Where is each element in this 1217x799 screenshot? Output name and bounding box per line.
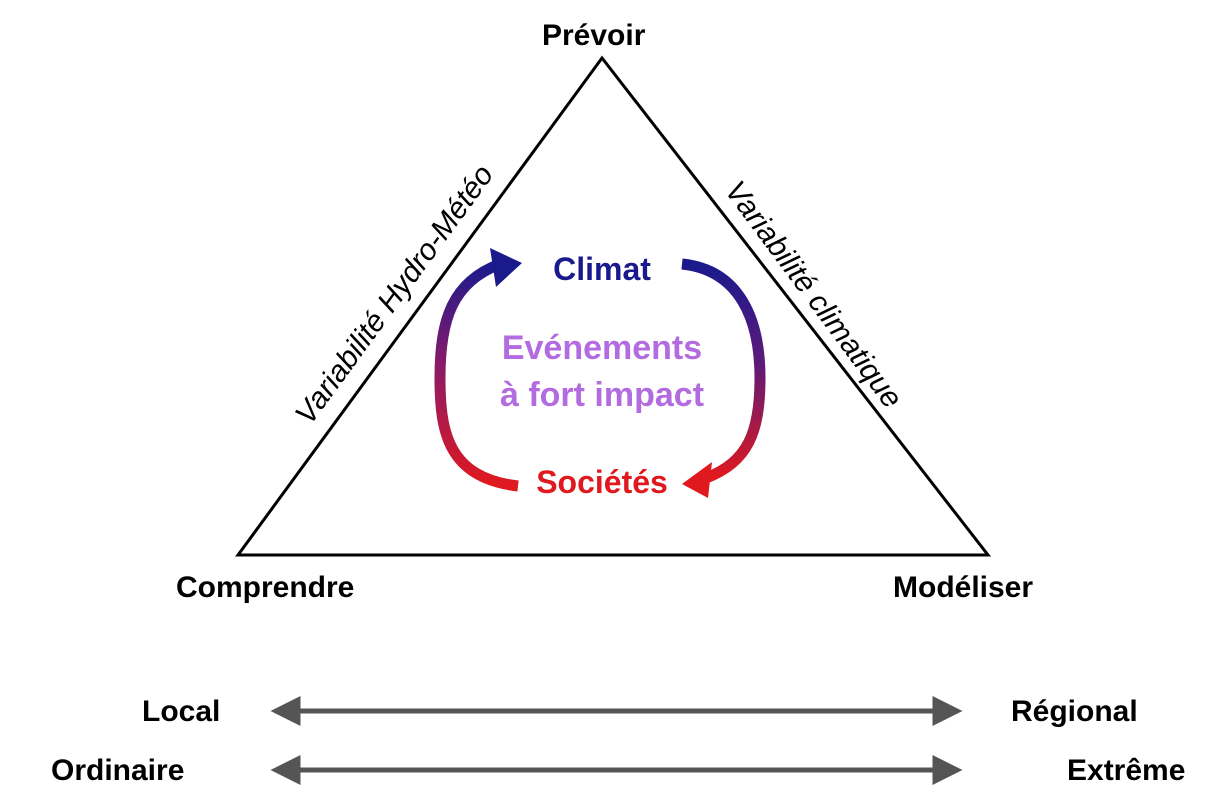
- cycle-arrow-left: [434, 258, 519, 492]
- scale-label-regional: Régional: [1011, 695, 1138, 728]
- cycle-arrowhead-left: [490, 248, 522, 287]
- triangle: [235, 55, 992, 557]
- cycle-label-climat: Climat: [553, 251, 651, 287]
- cycle-arrowhead-right: [682, 462, 712, 498]
- vertex-label-top: Prévoir: [542, 19, 646, 52]
- cycle-label-fort-impact: à fort impact: [499, 376, 705, 414]
- scale-label-extreme: Extrême: [1067, 754, 1186, 787]
- cycle-label-evenements: Evénements: [501, 329, 703, 367]
- scale-label-local: Local: [142, 695, 221, 728]
- vertex-label-bottom-right: Modéliser: [893, 571, 1034, 604]
- cycle-arrow-right: [681, 258, 766, 484]
- scale-label-ordinaire: Ordinaire: [51, 754, 185, 787]
- vertex-label-bottom-left: Comprendre: [176, 571, 355, 604]
- cycle-label-societes: Sociétés: [536, 464, 668, 500]
